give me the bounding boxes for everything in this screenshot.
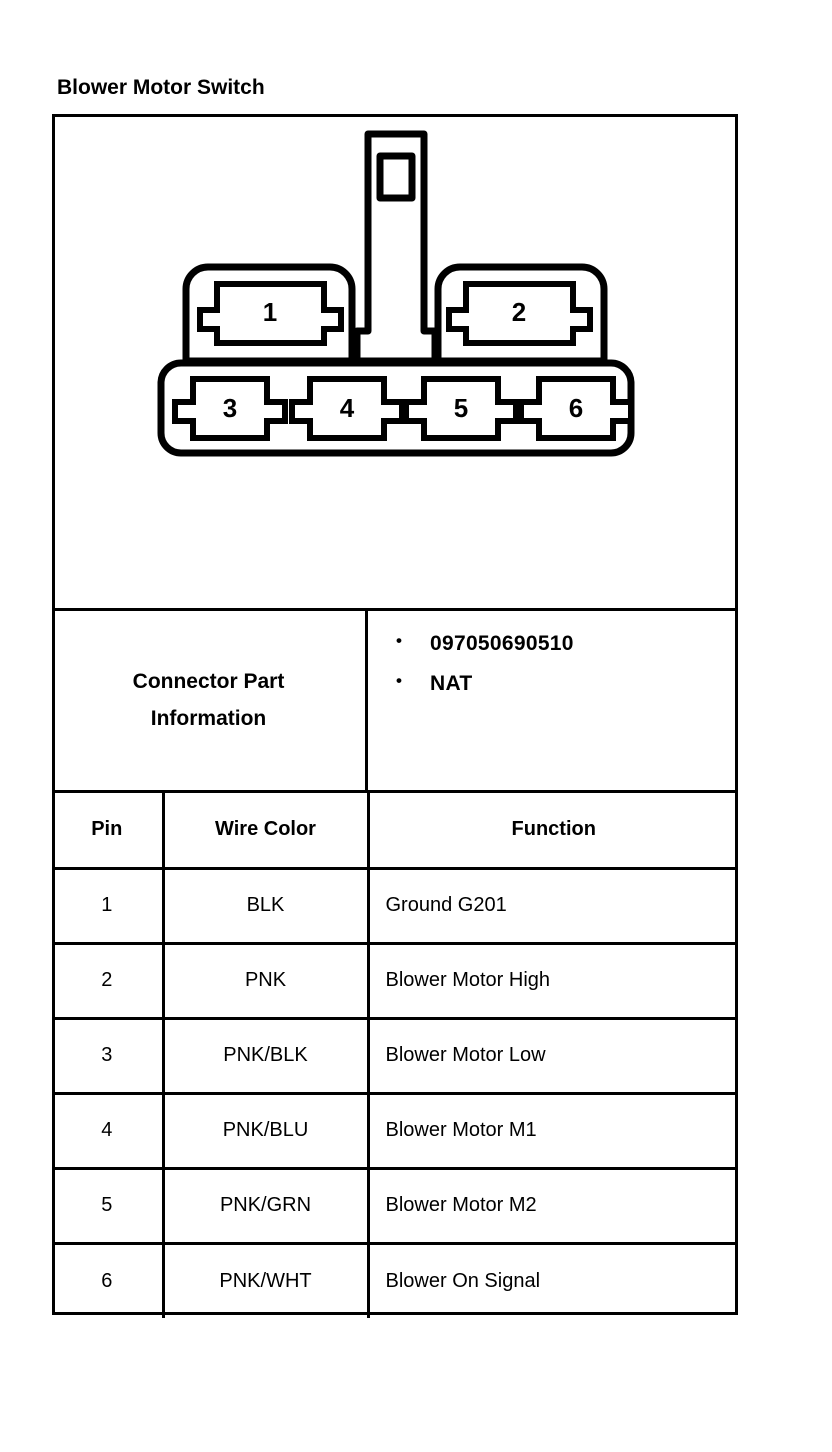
column-header-wire-color: Wire Color <box>163 793 370 870</box>
cavity-1-shape <box>197 281 344 346</box>
cell-wire-color: PNK/GRN <box>163 1168 370 1245</box>
cavity-3-label: 3 <box>223 393 237 423</box>
cell-pin: 5 <box>52 1168 165 1245</box>
connector-part-number: 097050690510 <box>430 632 574 655</box>
connector-part-information-values-cell: • 097050690510 • NAT <box>368 611 738 790</box>
cavity-5-label: 5 <box>454 393 468 423</box>
table-row: 1 BLK Ground G201 <box>52 868 738 945</box>
connector-part-information-label: Connector Part Information <box>133 664 285 738</box>
connector-cavity-1: 1 <box>197 281 344 346</box>
connector-cavity-6: 6 <box>518 376 634 441</box>
table-row: 2 PNK Blower Motor High <box>52 943 738 1020</box>
table-row: 4 PNK/BLU Blower Motor M1 <box>52 1093 738 1170</box>
cpi-label-line2: Information <box>150 706 267 730</box>
cavity-6-shape <box>518 376 634 441</box>
cell-wire-color: BLK <box>163 868 370 945</box>
connector-part-information-row: Connector Part Information • 09705069051… <box>52 611 738 793</box>
cavity-3-shape <box>172 376 288 441</box>
bullet-icon: • <box>396 631 402 650</box>
cpi-label-line1: Connector Part <box>132 669 285 693</box>
cell-pin: 2 <box>52 943 165 1020</box>
connector-part-number-item: • 097050690510 <box>396 629 738 659</box>
cavity-6-label: 6 <box>569 393 583 423</box>
cell-pin: 1 <box>52 868 165 945</box>
table-header-row: Pin Wire Color Function <box>52 793 738 870</box>
table-row: 5 PNK/GRN Blower Motor M2 <box>52 1168 738 1245</box>
cavity-1-label: 1 <box>263 297 277 327</box>
column-header-pin: Pin <box>52 793 165 870</box>
bullet-icon: • <box>396 671 402 691</box>
table-row: 3 PNK/BLK Blower Motor Low <box>52 1018 738 1095</box>
pin-assignment-table: Pin Wire Color Function 1 BLK Ground G20… <box>52 793 738 1318</box>
connector-part-type-item: • NAT <box>396 669 738 699</box>
cavity-2-shape <box>446 281 593 346</box>
connector-face-view-svg: 1 2 3 4 5 <box>157 130 635 457</box>
cell-wire-color: PNK/BLU <box>163 1093 370 1170</box>
cell-pin: 3 <box>52 1018 165 1095</box>
connector-part-information-label-cell: Connector Part Information <box>52 611 368 790</box>
cavity-5-shape <box>403 376 519 441</box>
connector-cavity-3: 3 <box>172 376 288 441</box>
cavity-4-label: 4 <box>340 393 355 423</box>
cell-function: Blower Motor M2 <box>368 1168 738 1245</box>
connector-diagram-area: 1 2 3 4 5 <box>52 114 738 611</box>
latch-window-icon <box>376 152 416 202</box>
cell-function: Blower On Signal <box>385 1269 541 1292</box>
cavity-4-shape <box>289 376 405 441</box>
cell-function: Blower Motor High <box>368 943 738 1020</box>
cell-pin: 4 <box>52 1093 165 1170</box>
cell-wire-color: PNK/BLK <box>163 1018 370 1095</box>
connector-part-type: NAT <box>430 672 473 696</box>
cell-function: Blower Motor M1 <box>368 1093 738 1170</box>
column-header-function: Function <box>368 793 738 870</box>
connector-cavity-5: 5 <box>403 376 519 441</box>
figure-frame <box>52 114 738 1315</box>
cell-function: Ground G201 <box>368 868 738 945</box>
cell-pin: 6 <box>52 1243 165 1318</box>
cell-wire-color: PNK <box>163 943 370 1020</box>
cavity-2-label: 2 <box>512 297 526 327</box>
table-row: 6 PNK/WHT Blower On Signal <box>52 1243 738 1318</box>
cell-function: Blower Motor Low <box>368 1018 738 1095</box>
cell-wire-color: PNK/WHT <box>163 1243 370 1318</box>
page-title: Blower Motor Switch <box>57 76 265 99</box>
connector-cavity-2: 2 <box>446 281 593 346</box>
connector-cavity-4: 4 <box>289 376 405 441</box>
